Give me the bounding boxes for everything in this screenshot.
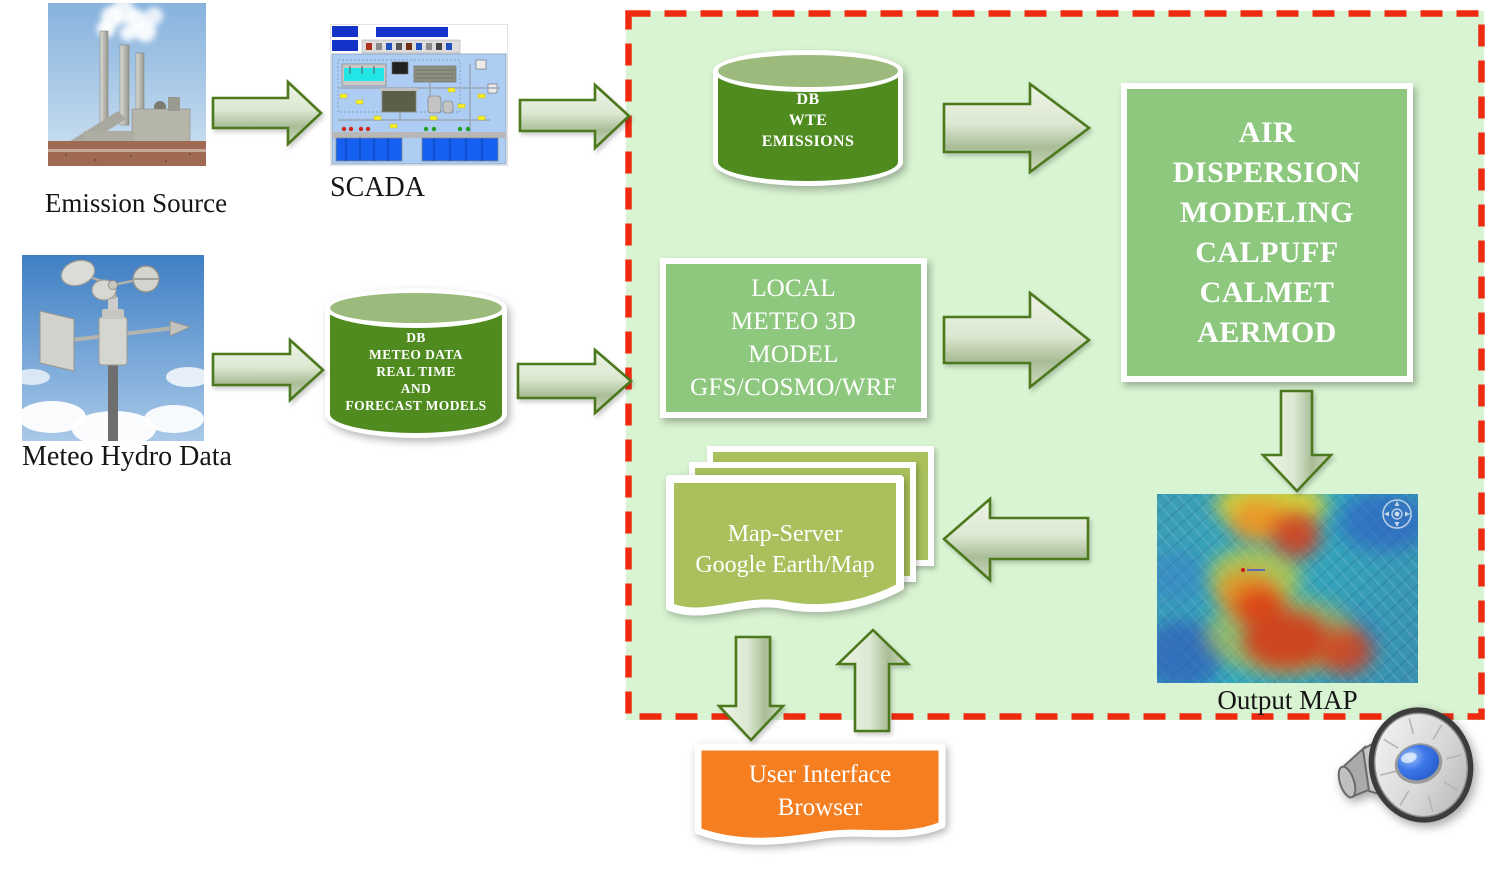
map-server-page-front [666, 475, 904, 616]
arrow-browser-to-mapserver [834, 628, 912, 733]
db-wte-line: DB [796, 91, 820, 108]
ui-browser-line: User Interface [748, 761, 892, 788]
arrow-scada-to-system [518, 82, 631, 152]
db-meteo-line: DB [406, 330, 426, 345]
cylinder-body [713, 71, 903, 186]
air-model-line: AIR [1238, 115, 1296, 149]
meteo-hydro-label: Meteo Hydro Data [22, 441, 232, 472]
cylinder-top [325, 288, 507, 328]
heat-blob-blue [1338, 494, 1418, 552]
db-wte-emissions-cylinder: DB WTE EMISSIONS [713, 50, 903, 186]
heat-blob-red [1317, 628, 1373, 674]
arrow-mapserver-to-browser [715, 635, 787, 742]
local-meteo-line: GFS/COSMO/WRF [690, 374, 897, 401]
emission-source-label: Emission Source [44, 188, 228, 218]
speaker-icon[interactable] [1337, 687, 1479, 837]
db-meteo-cylinder: DB METEO DATA REAL TIME AND FORECAST MOD… [325, 288, 507, 438]
db-meteo-line: AND [400, 381, 432, 396]
arrow-localmeteo-to-airmodel [942, 290, 1092, 390]
local-meteo-line: LOCAL [751, 275, 836, 302]
emission-source-photo [48, 3, 206, 166]
db-wte-line: EMISSIONS [761, 133, 855, 150]
user-interface-browser-label: User Interface Browser [694, 758, 946, 824]
local-meteo-line: MODEL [748, 341, 839, 368]
map-marker-dot [1241, 568, 1245, 572]
output-map-image [1157, 494, 1418, 683]
air-dispersion-modeling-box: AIR DISPERSION MODELING CALPUFF CALMET A… [1121, 83, 1413, 382]
scada-screenshot [330, 24, 508, 166]
map-marker-text [1247, 569, 1265, 571]
air-model-line: MODELING [1179, 195, 1354, 229]
db-wte-line: WTE [788, 112, 828, 129]
user-interface-browser-box [694, 743, 946, 845]
output-map-label: Output MAP [1217, 685, 1358, 715]
db-wte-emissions-label: DB WTE EMISSIONS [713, 89, 903, 152]
arrow-emission-to-scada [211, 78, 323, 148]
arrow-dbwte-to-airmodel [942, 81, 1092, 175]
ui-browser-line: Browser [777, 794, 863, 821]
map-server-label: Map-Server Google Earth/Map [666, 519, 904, 581]
air-model-line: CALMET [1199, 275, 1335, 309]
heat-blob-blue [1157, 552, 1207, 604]
arrow-meteo-to-dbmeteo [211, 337, 325, 403]
db-meteo-label: DB METEO DATA REAL TIME AND FORECAST MOD… [325, 329, 507, 414]
meteo-station-photo [22, 255, 204, 441]
air-model-line: AERMOD [1197, 315, 1337, 349]
arrow-airmodel-to-outputmap [1259, 389, 1335, 493]
db-meteo-line: FORECAST MODELS [345, 398, 487, 413]
heat-blob-red [1243, 610, 1329, 670]
db-meteo-line: METEO DATA [369, 347, 463, 362]
system-boundary-border [625, 10, 1485, 720]
cylinder-top [713, 50, 903, 92]
local-meteo-model-box: LOCAL METEO 3D MODEL GFS/COSMO/WRF [660, 258, 927, 418]
map-server-line: Map-Server [727, 521, 843, 547]
db-meteo-line: REAL TIME [376, 364, 456, 379]
air-model-line: CALPUFF [1195, 235, 1339, 269]
air-model-line: DISPERSION [1172, 155, 1362, 189]
map-server-line: Google Earth/Map [695, 552, 875, 578]
scada-label: SCADA [330, 172, 425, 203]
arrow-dbmeteo-to-system [516, 347, 633, 416]
compass-icon [1382, 499, 1412, 529]
heat-blob-red [1272, 512, 1320, 558]
local-meteo-line: METEO 3D [730, 308, 857, 335]
arrow-outputmap-to-mapserver [942, 496, 1090, 583]
